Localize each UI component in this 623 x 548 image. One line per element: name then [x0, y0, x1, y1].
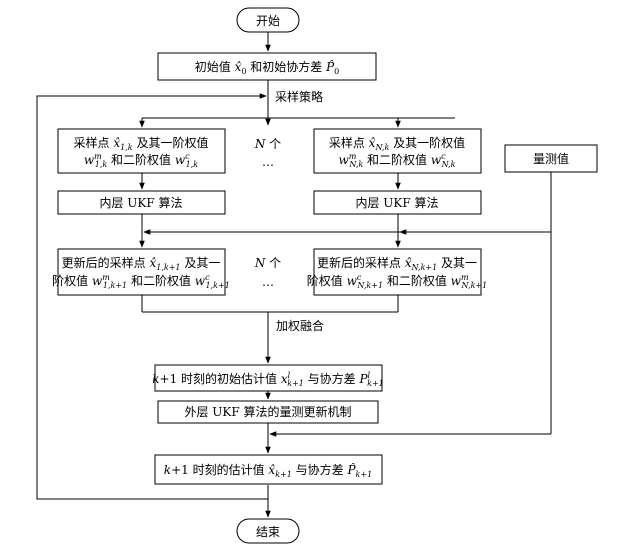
connectors: [36, 32, 552, 518]
start-node: 开始: [236, 7, 300, 33]
arrow-loop-back: [36, 93, 269, 500]
ellipsis-1: …: [262, 155, 274, 169]
innerN-label: 内层 UKF 算法: [355, 195, 438, 210]
n-count-label-1: N 个: [254, 137, 281, 151]
outer-ukf-node: 外层 UKF 算法的量测更新机制: [157, 400, 379, 424]
inner-ukf-node-n: 内层 UKF 算法: [313, 190, 482, 215]
init-label: 初始值 x̂0 和初始协方差 P̂0: [195, 59, 340, 76]
end-node: 结束: [236, 518, 300, 544]
update1-line1: 更新后的采样点 x̂1,k+1 及其一: [62, 255, 221, 272]
inner1-label: 内层 UKF 算法: [99, 195, 182, 210]
fusion-label: 加权融合: [276, 318, 324, 333]
updateN-line1: 更新后的采样点 x̂N,k+1 及其一: [317, 255, 477, 272]
measure-node: 量测值: [504, 144, 598, 173]
outer-label: 外层 UKF 算法的量测更新机制: [184, 404, 351, 419]
inner-ukf-node-1: 内层 UKF 算法: [57, 190, 226, 215]
ellipsis-2: …: [262, 275, 274, 289]
measure-label: 量测值: [533, 151, 569, 166]
init-node: 初始值 x̂0 和初始协方差 P̂0: [157, 52, 377, 81]
start-label: 开始: [256, 14, 280, 28]
sampleN-line1: 采样点 x̂N,k 及其一阶权值: [329, 135, 465, 152]
n-count-label-2: N 个: [254, 256, 281, 270]
final-estimate-node: k+1 时刻的估计值 x̂k+1 与协方差 P̂k+1: [154, 454, 383, 485]
final-label: k+1 时刻的估计值 x̂k+1 与协方差 P̂k+1: [164, 462, 372, 479]
sample1-line1: 采样点 x̂1,k 及其一阶权值: [74, 135, 209, 152]
end-label: 结束: [256, 525, 280, 539]
strategy-label: 采样策略: [275, 89, 323, 104]
